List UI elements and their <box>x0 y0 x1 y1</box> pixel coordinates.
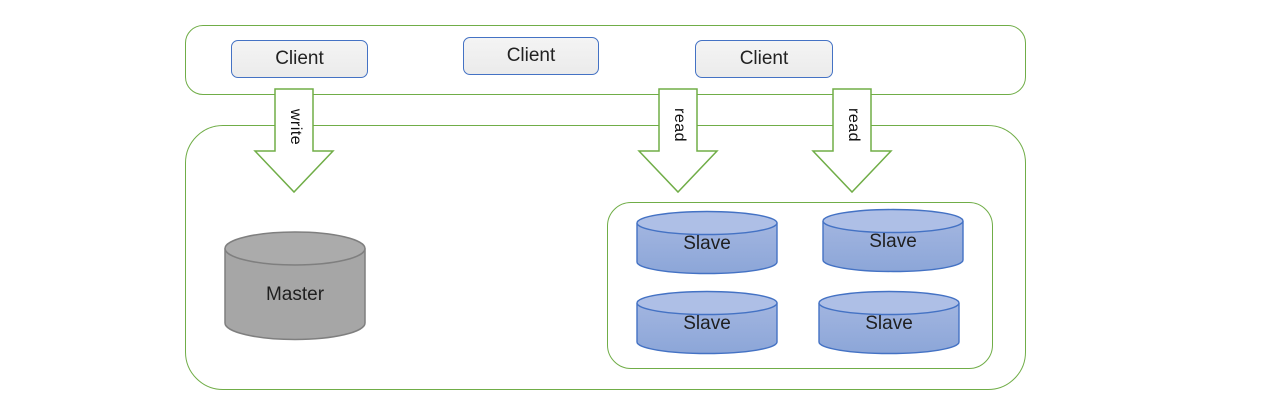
cylinder-top <box>636 290 778 316</box>
down-arrow-icon <box>253 88 335 194</box>
down-arrow-icon <box>637 88 719 194</box>
master-label: Master <box>265 284 325 305</box>
client-box-2: Client <box>463 37 599 75</box>
read-arrow-1 <box>637 88 719 194</box>
cylinder-body <box>224 248 366 341</box>
client-box-1: Client <box>231 40 368 78</box>
write-arrow-label: write <box>287 108 304 146</box>
slave-label-2: Slave <box>869 231 917 252</box>
master-cylinder <box>224 231 366 341</box>
cylinder-body <box>636 303 778 355</box>
cylinder-body <box>636 223 778 275</box>
cylinder-top <box>822 208 964 234</box>
cylinder-top <box>224 231 366 266</box>
slave-cylinder-1 <box>636 210 778 275</box>
slave-cluster-container <box>607 202 993 369</box>
slave-cylinder-3 <box>636 290 778 355</box>
client-label-2: Client <box>506 45 556 66</box>
cylinder-body <box>822 221 964 273</box>
database-container <box>185 125 1026 390</box>
slave-cylinder-4 <box>818 290 960 355</box>
slave-label-4: Slave <box>865 313 913 334</box>
cylinder-body <box>818 303 960 355</box>
slave-label-3: Slave <box>683 313 731 334</box>
slave-label-1: Slave <box>683 233 731 254</box>
client-label-1: Client <box>275 48 324 69</box>
slave-cylinder-2 <box>822 208 964 273</box>
client-box-3: Client <box>695 40 833 78</box>
cylinder-top <box>636 210 778 236</box>
read-arrow-label-1: read <box>671 107 688 143</box>
read-arrow-label-2: read <box>845 107 862 143</box>
write-arrow <box>253 88 335 194</box>
down-arrow-icon <box>811 88 893 194</box>
read-arrow-2 <box>811 88 893 194</box>
client-label-3: Client <box>739 48 789 69</box>
cylinder-top <box>818 290 960 316</box>
clients-container <box>185 25 1026 95</box>
